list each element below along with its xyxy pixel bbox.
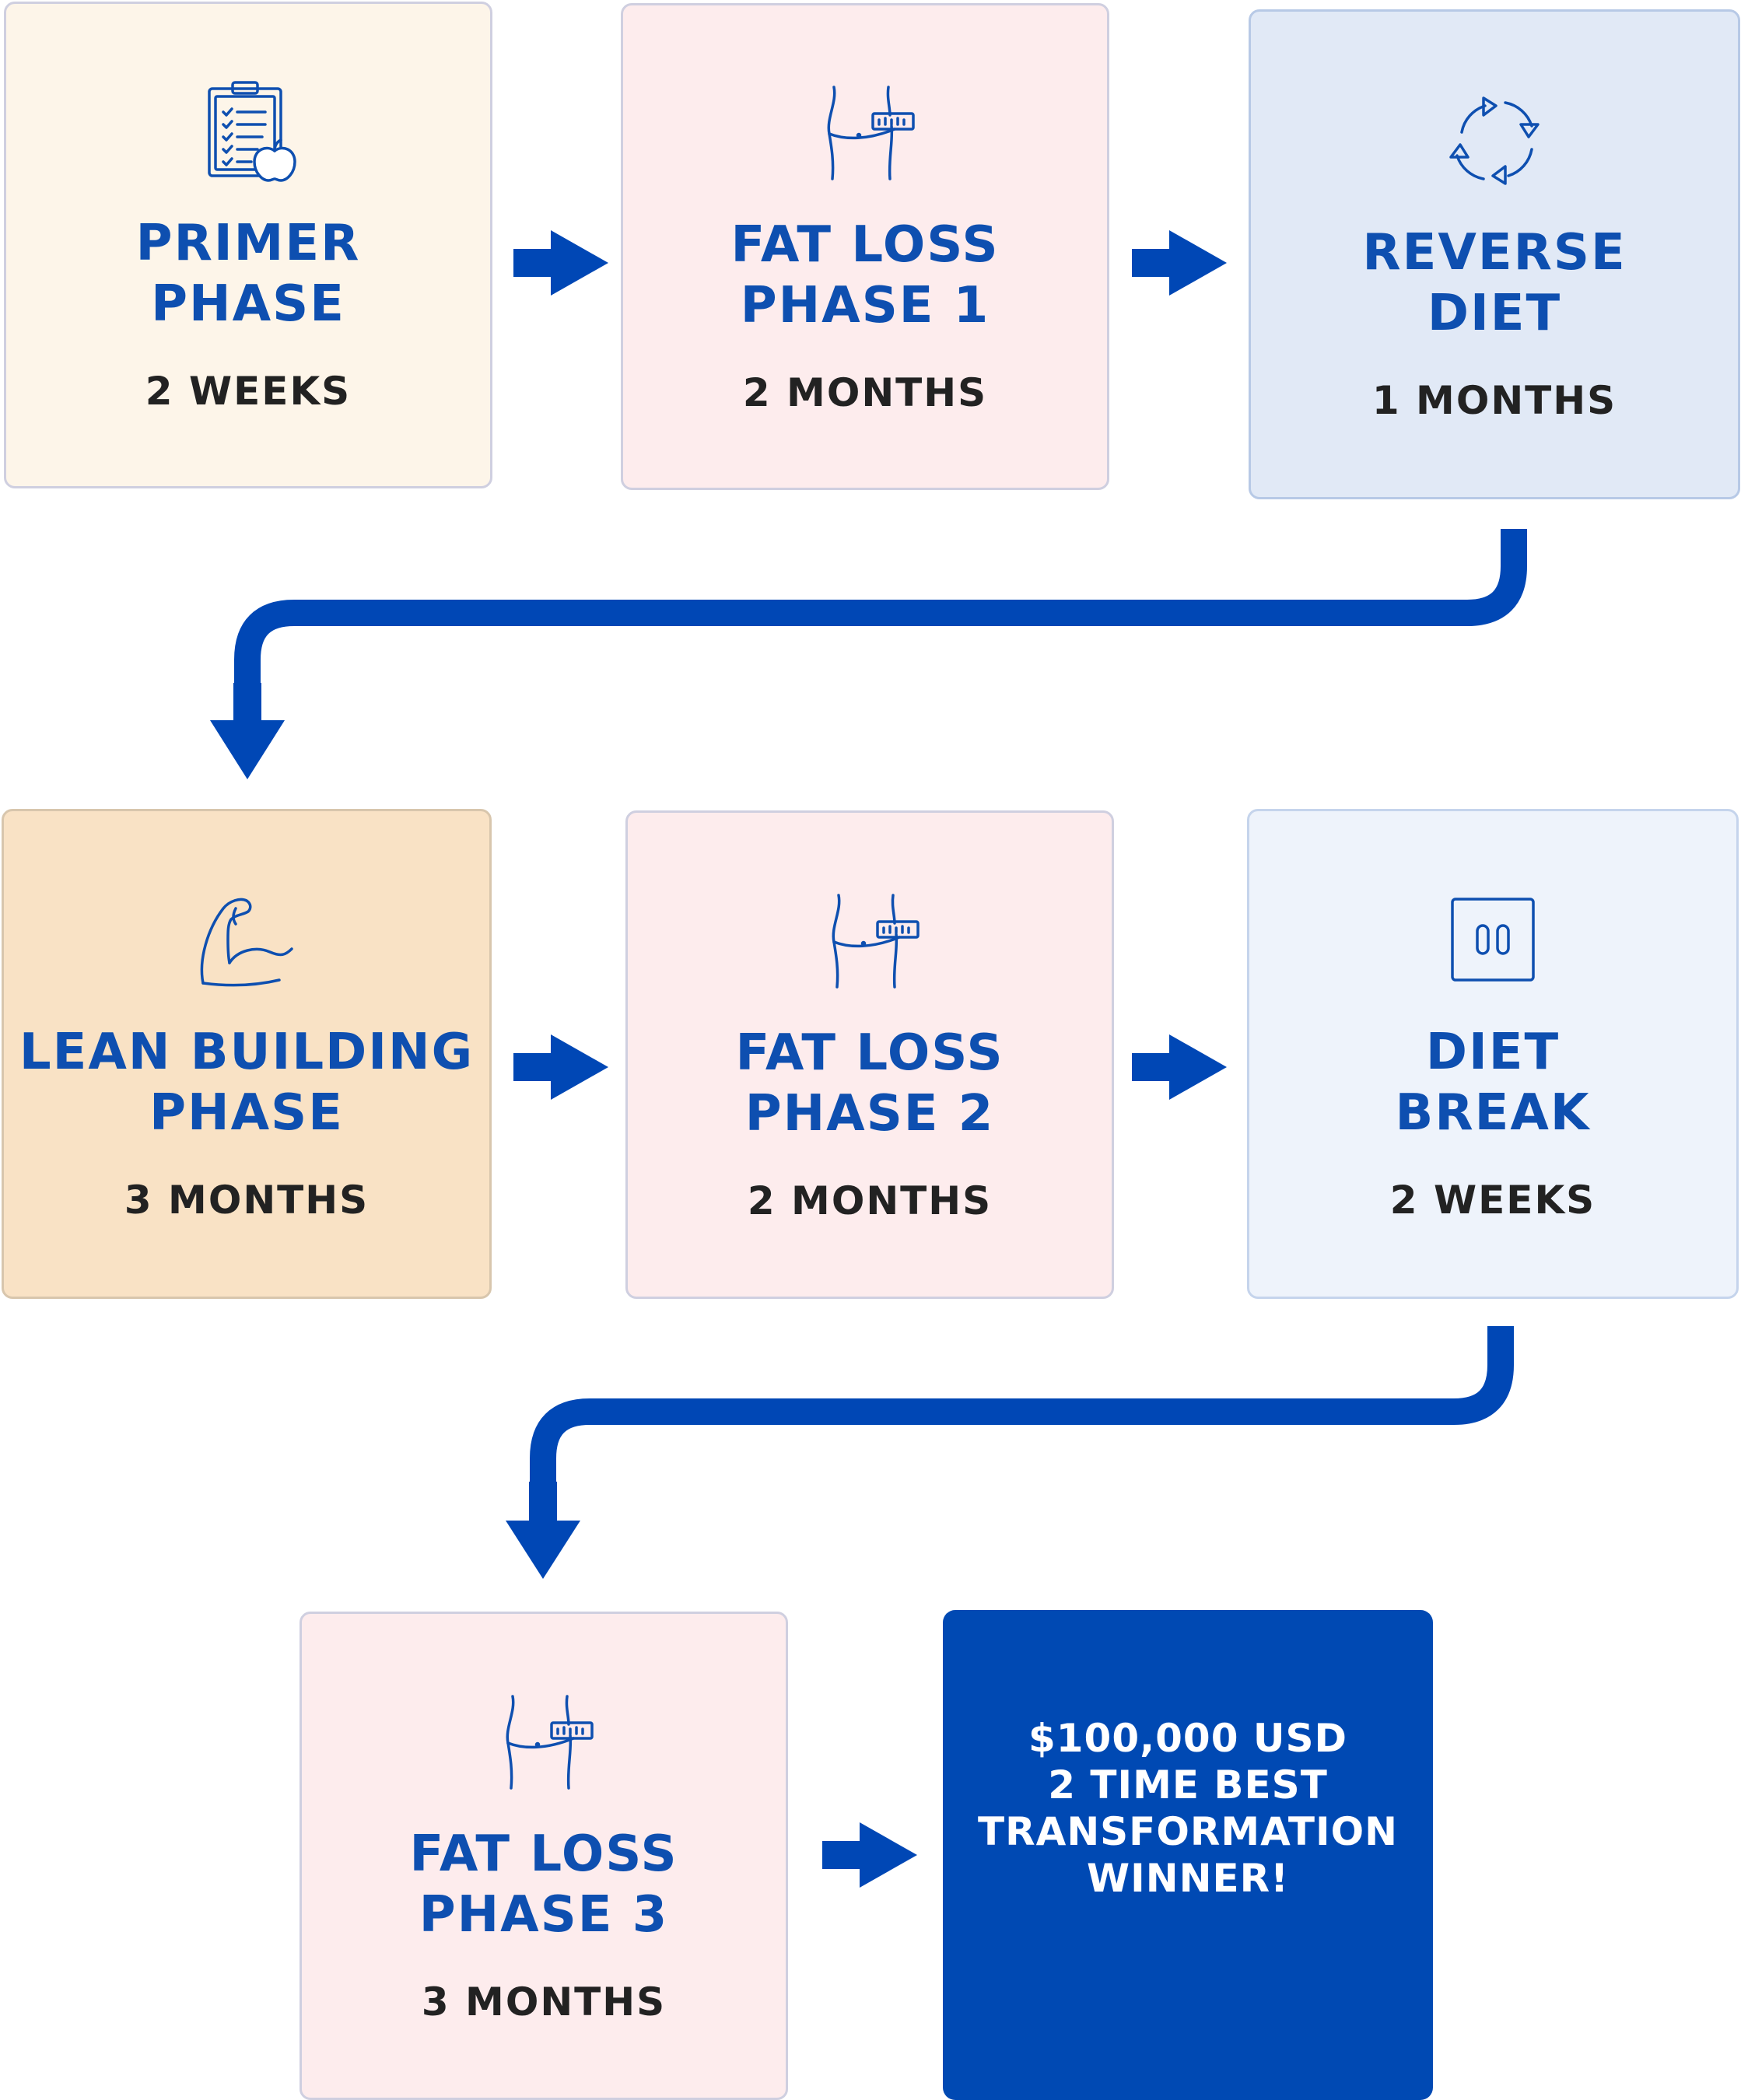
result-line-4: WINNER!	[1087, 1856, 1289, 1901]
phase-duration: 3 MONTHS	[421, 1979, 667, 2025]
waist-measure-icon	[506, 1695, 594, 1790]
phase-title-line2: PHASE 2	[744, 1085, 995, 1143]
phase-duration: 3 MONTHS	[124, 1178, 370, 1223]
phase-card-fat-loss-1: FAT LOSS PHASE 1 2 MONTHS	[621, 3, 1109, 490]
arrow-down-2	[506, 1521, 580, 1579]
connector-1	[234, 529, 1527, 683]
phase-title-line1: LEAN BUILDING	[19, 1024, 475, 1081]
phase-card-diet-break: DIET BREAK 2 WEEKS	[1247, 809, 1739, 1299]
phase-title-line2: BREAK	[1395, 1084, 1591, 1142]
arrow-right-3	[513, 1034, 608, 1100]
phase-title-line1: FAT LOSS	[730, 216, 1000, 274]
result-line-2: 2 TIME BEST	[1048, 1762, 1328, 1808]
phase-duration: 1 MONTHS	[1371, 378, 1617, 423]
arrow-right-1	[513, 230, 608, 296]
recycle-arrows-icon	[1449, 96, 1540, 185]
waist-measure-icon	[832, 894, 920, 989]
phase-title-line2: PHASE	[149, 1084, 344, 1142]
phase-duration: 2 MONTHS	[742, 370, 988, 415]
arrow-right-2	[1132, 230, 1227, 296]
phase-title-line1: FAT LOSS	[409, 1825, 678, 1883]
phase-title-line1: FAT LOSS	[735, 1024, 1004, 1082]
arrow-right-5	[822, 1822, 917, 1888]
pause-icon	[1451, 898, 1535, 982]
phase-card-fat-loss-3: FAT LOSS PHASE 3 3 MONTHS	[300, 1612, 788, 2100]
phase-title-line2: DIET	[1427, 285, 1562, 342]
waist-measure-icon	[827, 86, 915, 180]
result-line-1: $100,000 USD	[1028, 1716, 1348, 1761]
arrow-right-4	[1132, 1034, 1227, 1100]
result-line-3: TRANSFORMATION	[978, 1809, 1398, 1854]
arrow-down-1	[210, 720, 285, 779]
phase-duration: 2 WEEKS	[145, 369, 352, 414]
phase-card-primer: PRIMER PHASE 2 WEEKS	[4, 2, 492, 488]
phase-card-reverse-diet: REVERSE DIET 1 MONTHS	[1249, 9, 1740, 499]
phase-title-line2: PHASE	[151, 275, 345, 333]
phase-title-line1: REVERSE	[1362, 224, 1627, 282]
phase-card-fat-loss-2: FAT LOSS PHASE 2 2 MONTHS	[625, 810, 1114, 1299]
phase-duration: 2 MONTHS	[747, 1178, 993, 1223]
phase-title-line1: DIET	[1425, 1024, 1561, 1081]
phase-duration: 2 WEEKS	[1389, 1178, 1596, 1223]
flexed-bicep-icon	[200, 898, 293, 987]
clipboard-apple-icon	[208, 81, 296, 182]
result-card: $100,000 USD 2 TIME BEST TRANSFORMATION …	[943, 1610, 1433, 2100]
phase-title-line2: PHASE 3	[419, 1886, 669, 1944]
phase-title-line2: PHASE 1	[740, 277, 990, 334]
phase-title-line1: PRIMER	[135, 215, 361, 272]
phase-card-lean-building: LEAN BUILDING PHASE 3 MONTHS	[2, 809, 492, 1299]
connector-2	[530, 1326, 1514, 1482]
